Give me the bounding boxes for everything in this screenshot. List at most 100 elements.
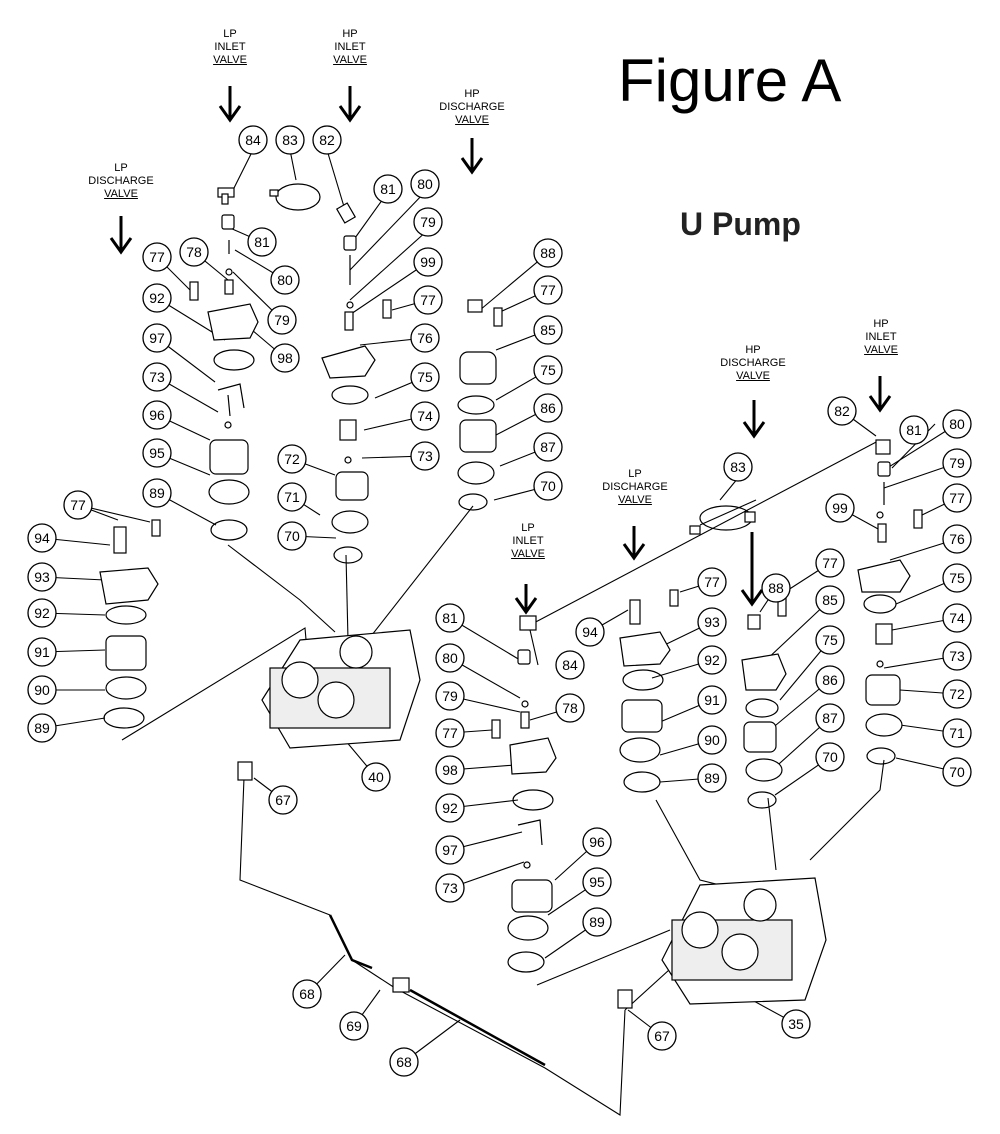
callout-number: 79 xyxy=(949,455,965,471)
callout-number: 86 xyxy=(822,672,838,688)
callout-circle xyxy=(179,237,209,267)
callout-81: 81 xyxy=(435,603,465,633)
callout-75: 75 xyxy=(410,362,440,392)
valve-label: LP DISCHARGE VALVE xyxy=(86,162,156,201)
callout-circle xyxy=(942,448,972,478)
valve-label-line: LP xyxy=(521,522,535,534)
callout-number: 89 xyxy=(34,720,50,736)
callout-77: 77 xyxy=(435,718,465,748)
callout-number: 79 xyxy=(274,312,290,328)
callout-79: 79 xyxy=(267,305,297,335)
callout-circle xyxy=(277,444,307,474)
callout-circle xyxy=(142,400,172,430)
callout-number: 80 xyxy=(442,650,458,666)
callout-number: 73 xyxy=(149,369,165,385)
callout-73: 73 xyxy=(142,362,172,392)
callout-number: 81 xyxy=(254,234,270,250)
callout-76: 76 xyxy=(410,323,440,353)
valve-label-line: VALVE xyxy=(618,494,652,506)
callout-82: 82 xyxy=(827,396,857,426)
callout-circle xyxy=(942,483,972,513)
callout-number: 85 xyxy=(540,322,556,338)
callout-72: 72 xyxy=(277,444,307,474)
callout-89: 89 xyxy=(27,713,57,743)
callout-73: 73 xyxy=(435,873,465,903)
callout-circle xyxy=(413,247,443,277)
valve-label-line: VALVE xyxy=(864,344,898,356)
callout-87: 87 xyxy=(815,703,845,733)
callout-circle xyxy=(815,548,845,578)
callout-89: 89 xyxy=(697,763,727,793)
callout-number: 78 xyxy=(186,244,202,260)
valve-label-line: HP xyxy=(745,344,761,356)
callout-circle xyxy=(723,452,753,482)
valve-label-line: VALVE xyxy=(511,548,545,560)
callout-circle xyxy=(533,355,563,385)
callout-circle xyxy=(815,703,845,733)
callout-number: 91 xyxy=(704,692,720,708)
valve-label-line: HP xyxy=(342,28,358,40)
callout-number: 82 xyxy=(319,132,335,148)
diagram-subtitle: U Pump xyxy=(680,206,801,242)
callout-number: 76 xyxy=(949,531,965,547)
callout-74: 74 xyxy=(942,603,972,633)
callout-number: 89 xyxy=(704,770,720,786)
callout-circle xyxy=(697,685,727,715)
callout-number: 70 xyxy=(284,528,300,544)
callout-91: 91 xyxy=(27,637,57,667)
callout-number: 90 xyxy=(704,732,720,748)
callout-number: 97 xyxy=(149,330,165,346)
callout-number: 73 xyxy=(417,448,433,464)
callout-96: 96 xyxy=(582,827,612,857)
callout-circle xyxy=(533,432,563,462)
callout-circle xyxy=(275,125,305,155)
callout-circle xyxy=(435,643,465,673)
callout-number: 95 xyxy=(589,874,605,890)
callout-96: 96 xyxy=(142,400,172,430)
callout-89: 89 xyxy=(582,907,612,937)
callout-83: 83 xyxy=(723,452,753,482)
callout-number: 74 xyxy=(949,610,965,626)
valve-label-line: VALVE xyxy=(213,54,247,66)
callout-number: 84 xyxy=(562,657,578,673)
valve-label-line: HP xyxy=(873,318,889,330)
callout-circle xyxy=(555,650,585,680)
callout-number: 35 xyxy=(788,1016,804,1032)
callout-number: 92 xyxy=(704,652,720,668)
callout-number: 90 xyxy=(34,682,50,698)
callout-number: 93 xyxy=(34,569,50,585)
callout-number: 77 xyxy=(949,490,965,506)
callout-92: 92 xyxy=(697,645,727,675)
callout-number: 86 xyxy=(540,400,556,416)
callout-number: 68 xyxy=(396,1054,412,1070)
callout-circle xyxy=(942,603,972,633)
callout-number: 87 xyxy=(822,710,838,726)
callout-number: 75 xyxy=(822,632,838,648)
callout-97: 97 xyxy=(142,323,172,353)
callout-circle xyxy=(942,757,972,787)
valve-label-line: VALVE xyxy=(455,114,489,126)
callout-circle xyxy=(697,607,727,637)
callout-94: 94 xyxy=(27,523,57,553)
callout-circle xyxy=(142,283,172,313)
callout-77: 77 xyxy=(142,242,172,272)
callout-circle xyxy=(27,675,57,705)
callout-circle xyxy=(238,125,268,155)
callout-81: 81 xyxy=(247,227,277,257)
callout-97: 97 xyxy=(435,835,465,865)
callout-number: 77 xyxy=(540,282,556,298)
callout-circle xyxy=(533,238,563,268)
callout-circle xyxy=(142,362,172,392)
callout-number: 88 xyxy=(768,580,784,596)
callout-77: 77 xyxy=(533,275,563,305)
callout-90: 90 xyxy=(27,675,57,705)
callout-circle xyxy=(389,1047,419,1077)
callout-circle xyxy=(27,523,57,553)
callout-circle xyxy=(697,725,727,755)
callout-number: 69 xyxy=(346,1018,362,1034)
callout-number: 72 xyxy=(949,686,965,702)
callout-circle xyxy=(942,718,972,748)
callout-70: 70 xyxy=(942,757,972,787)
callout-circle xyxy=(27,713,57,743)
callout-number: 93 xyxy=(704,614,720,630)
